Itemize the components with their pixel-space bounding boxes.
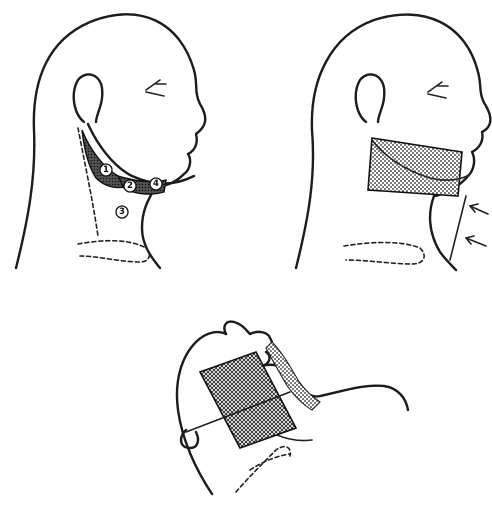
region-number-1: 1: [103, 165, 109, 175]
arrow-lower: [466, 236, 486, 246]
region-number-2: 2: [127, 181, 133, 191]
panel-lateral-treatment-field: [296, 15, 490, 270]
head-outline-3: [177, 332, 226, 494]
region-marker-4: 4: [150, 178, 162, 190]
head-outline: [16, 14, 205, 268]
panel-lateral-neck-regions: 1 2 3 4: [16, 14, 205, 268]
treatment-field-lateral: [368, 138, 462, 196]
front-neck-line: [142, 186, 160, 268]
region-marker-3: 3: [116, 206, 128, 218]
region-number-4: 4: [153, 179, 159, 189]
region-marker-1: 1: [100, 164, 112, 176]
neck-front-2: [430, 196, 456, 270]
eye: [146, 80, 166, 96]
region-number-3: 3: [119, 207, 125, 217]
clavicle-dashed-2: [344, 243, 424, 265]
clavicle-dashed-3: [236, 447, 290, 492]
clavicle-dashed: [78, 241, 149, 262]
panel-submental-oblique-field: [177, 322, 408, 494]
eye-2: [428, 82, 448, 98]
arrow-upper: [470, 204, 488, 214]
vertical-reference-line: [450, 196, 466, 260]
ear: [74, 74, 103, 122]
ear-2: [356, 74, 385, 122]
region-marker-2: 2: [124, 180, 136, 192]
